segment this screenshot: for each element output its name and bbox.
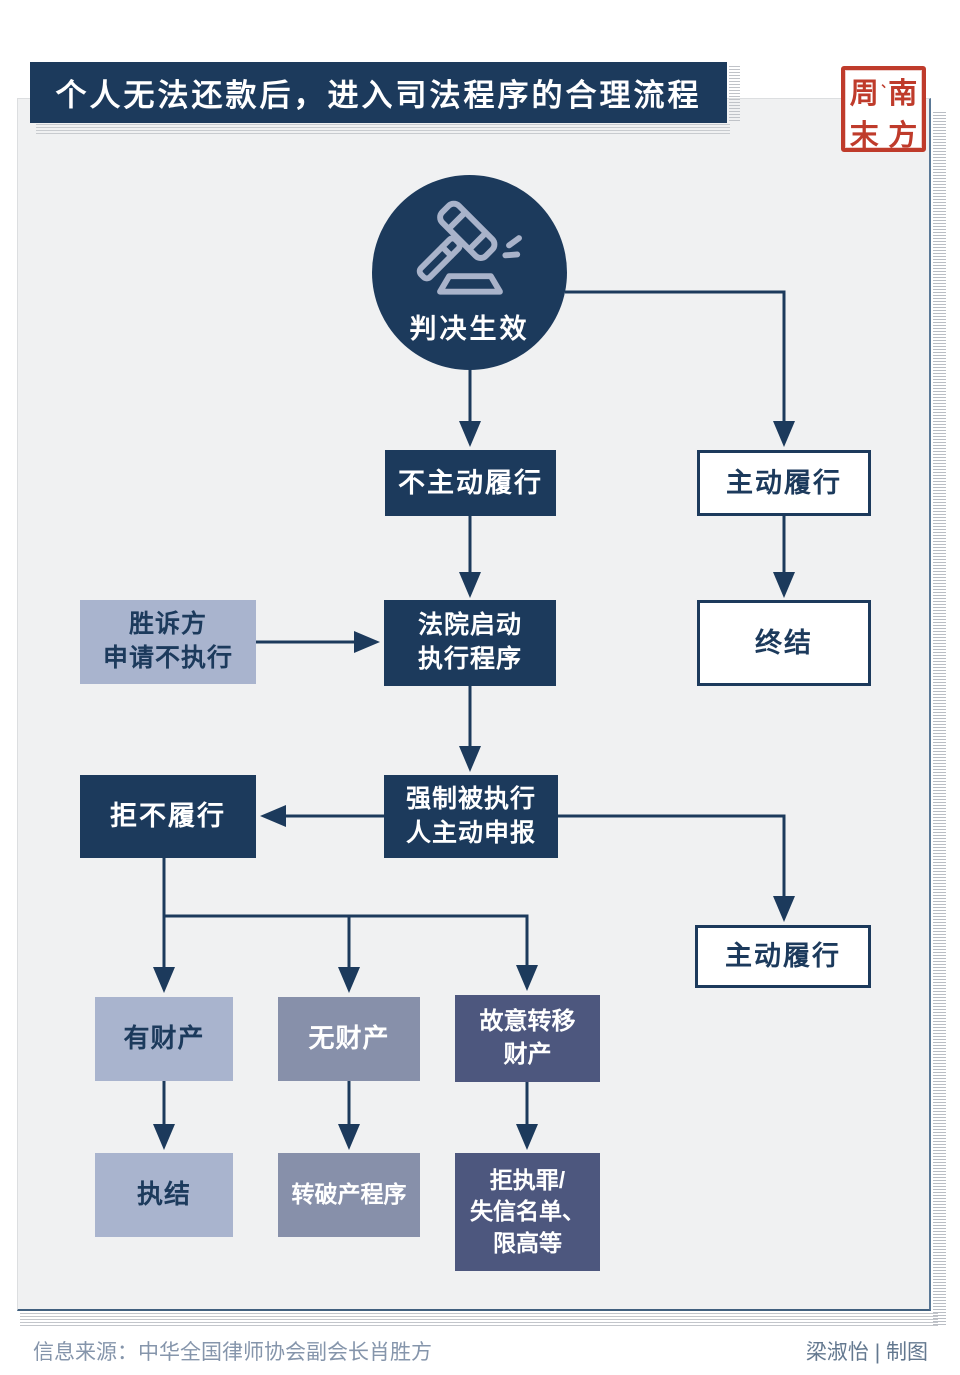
- banner-stack-edge-right: [729, 66, 740, 122]
- node-label: 判决生效: [409, 314, 530, 344]
- node-no-property: 无财产: [278, 997, 420, 1081]
- node-forced-self-report: 强制被执行 人主动申报: [384, 775, 558, 858]
- footer-source-text: 信息来源：中华全国律师协会副会长肖胜方: [33, 1341, 432, 1364]
- footer-credit-text: 梁淑怡 | 制图: [805, 1341, 928, 1364]
- banner-stack-edge-bottom: [36, 124, 730, 134]
- node-penalties: 拒执罪/ 失信名单、 限高等: [455, 1153, 600, 1271]
- seal-char: 周: [849, 76, 879, 110]
- node-voluntary-perform-mid: 主动履行: [695, 925, 871, 988]
- seal-char: 方: [888, 118, 918, 152]
- page-title: 个人无法还款后，进入司法程序的合理流程: [30, 62, 727, 123]
- node-not-voluntary-perform: 不主动履行: [385, 450, 556, 516]
- node-has-property: 有财产: [95, 997, 233, 1081]
- node-to-bankruptcy-procedure: 转破产程序: [278, 1153, 420, 1237]
- seal-char: 南: [888, 76, 918, 110]
- gavel-icon: [416, 200, 522, 295]
- node-winner-apply-no-enforcement: 胜诉方 申请不执行: [80, 600, 256, 684]
- node-execution-concluded: 执结: [95, 1153, 233, 1237]
- paper-stack-edge-right: [933, 112, 946, 1326]
- paper-stack-edge-bottom: [20, 1313, 938, 1327]
- node-judgment-effective: 判决生效: [372, 175, 567, 370]
- node-refuse-to-perform: 拒不履行: [80, 775, 256, 858]
- node-voluntary-perform-top: 主动履行: [697, 450, 871, 516]
- southern-weekly-seal-logo: 周 南 末 方 、: [841, 66, 926, 152]
- seal-char: 末: [849, 118, 879, 152]
- node-court-starts-enforcement: 法院启动 执行程序: [384, 600, 556, 686]
- node-terminate: 终结: [697, 600, 871, 686]
- node-deliberate-transfer-property: 故意转移 财产: [455, 995, 600, 1082]
- seal-separator: 、: [881, 76, 894, 90]
